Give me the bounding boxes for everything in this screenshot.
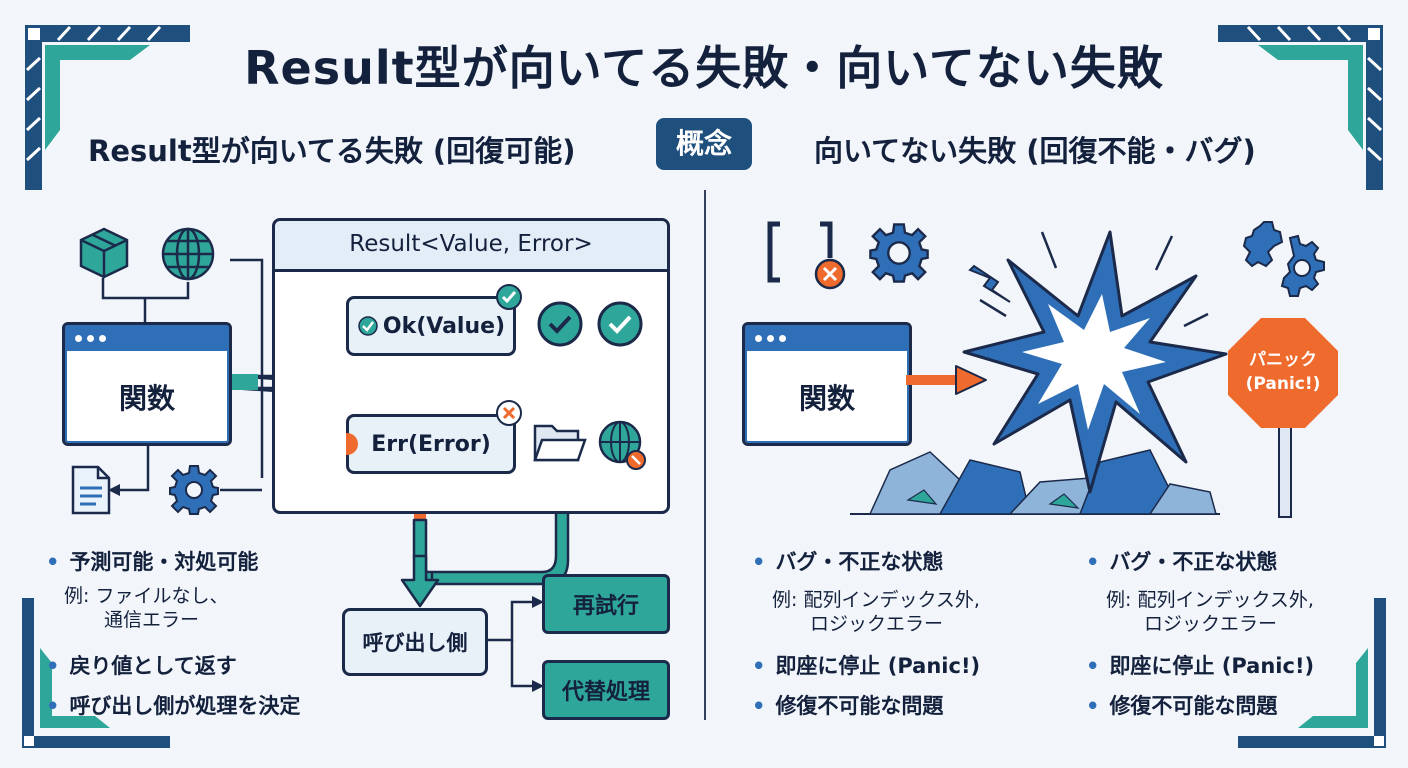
left-bullet-3: 呼び出し側が処理を決定 (46, 690, 300, 720)
ok-badge-check-icon (496, 284, 522, 310)
globe-icon (161, 227, 215, 281)
ok-value-box: Ok(Value) (346, 296, 516, 356)
corner-decoration-top-right (1218, 25, 1383, 190)
broken-gear-icon (1242, 221, 1325, 297)
left-bullet-1-example-2: 通信エラー (104, 609, 200, 631)
left-subtitle: Result型が向いてる失敗 (回復可能) (88, 134, 576, 168)
ok-label: Ok(Value) (382, 313, 506, 339)
right-col2-bullet-3: 修復不可能な問題 (1086, 690, 1277, 720)
right-bullet-1: バグ・不正な状態 (752, 546, 943, 576)
left-function-window: 関数 (62, 322, 232, 446)
fallback-box: 代替処理 (542, 660, 670, 720)
broken-globe-icon (598, 420, 646, 470)
right-col2-bullet-1: バグ・不正な状態 (1086, 546, 1277, 576)
right-bullet-3: 修復不可能な問題 (752, 690, 943, 720)
panic-sub-label: (Panic!) (1245, 374, 1321, 394)
page-title: Result型が向いてる失敗・向いてない失敗 (244, 41, 1164, 95)
left-function-label: 関数 (118, 382, 175, 415)
document-icon (71, 465, 111, 515)
center-divider (704, 190, 706, 720)
gear-icon-right (869, 223, 929, 283)
concept-tag: 概念 (656, 118, 752, 170)
orange-arrow-to-explosion (906, 365, 987, 395)
rubble-debris (850, 449, 1220, 515)
right-subtitle: 向いてない失敗 (回復不能・バグ) (814, 134, 1256, 168)
right-function-label: 関数 (798, 382, 855, 415)
check-circle-icon-2 (597, 301, 643, 347)
err-orange-marker (346, 433, 358, 455)
right-col2-bullet-2: 即座に停止 (Panic!) (1086, 650, 1314, 680)
right-bullet-2: 即座に停止 (Panic!) (752, 650, 980, 680)
check-circle-icon (537, 301, 583, 347)
corner-decoration-top-left (25, 25, 190, 190)
left-bullet-2: 戻り値として返す (46, 650, 236, 680)
panic-stop-sign: パニック (Panic!) (1228, 318, 1338, 428)
caller-box: 呼び出し側 (342, 608, 488, 676)
gear-icon (169, 465, 219, 515)
bracket-error-icon (767, 221, 846, 290)
right-col2-bullet-1-example-1: 例: 配列インデックス外, (1106, 589, 1314, 611)
right-bullet-1-example-2: ロジックエラー (810, 613, 944, 635)
err-label: Err(Error) (371, 431, 491, 457)
panic-label: パニック (1249, 350, 1317, 370)
err-error-box: Err(Error) (346, 414, 516, 474)
retry-box: 再試行 (542, 574, 670, 634)
corner-decoration-bottom-left (22, 598, 170, 748)
lightning-icon (968, 264, 1011, 303)
right-bullet-1-example-1: 例: 配列インデックス外, (772, 589, 980, 611)
box-icon (79, 227, 129, 279)
left-bullet-1-example-1: 例: ファイルなし、 (64, 585, 229, 607)
check-icon (358, 316, 378, 336)
corner-decoration-bottom-right (1238, 598, 1386, 748)
folder-icon (533, 424, 587, 462)
left-bullet-1: 予測可能・対処可能 (46, 546, 258, 576)
error-badge-icon (496, 400, 522, 426)
right-function-window: 関数 (742, 322, 912, 446)
stop-sign-pole (1278, 426, 1292, 518)
right-col2-bullet-1-example-2: ロジックエラー (1144, 613, 1278, 635)
result-type-label: Result<Value, Error> (349, 231, 593, 257)
explosion-icon (962, 230, 1228, 494)
